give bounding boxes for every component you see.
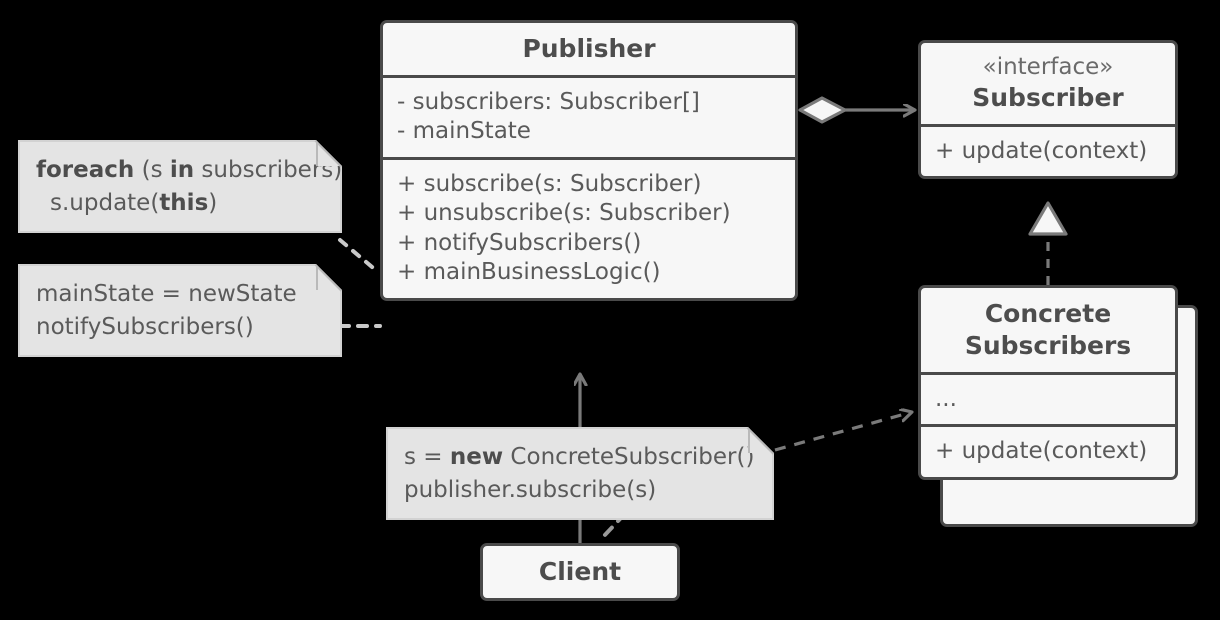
keyword-new: new — [449, 444, 504, 470]
class-title-publisher: Publisher — [522, 34, 656, 63]
note-fold-corner-icon — [314, 264, 343, 292]
class-name-line-2: Subscribers — [964, 331, 1132, 360]
method-item: + update(context) — [935, 438, 1148, 465]
note-notify-loop[interactable]: foreach (s in subscribers) s.update(this… — [18, 140, 343, 234]
method-item: + update(context) — [935, 137, 1148, 164]
method-item: + mainBusinessLogic() — [397, 259, 661, 286]
keyword-in: in — [169, 157, 195, 183]
note-client-code[interactable]: s = new ConcreteSubscriber() publisher.s… — [386, 427, 775, 521]
class-box-client[interactable]: Client — [480, 543, 680, 601]
note-text: ConcreteSubscriber() — [503, 444, 755, 470]
class-title-client: Client — [538, 557, 622, 586]
class-title-subscriber: «interface» Subscriber — [921, 43, 1175, 124]
class-title-concrete-subscribers: Concrete Subscribers — [921, 288, 1175, 372]
class-box-concrete-subscribers[interactable]: Concrete Subscribers ... + update(contex… — [918, 285, 1178, 480]
class-name-line-1: Concrete — [984, 299, 1112, 328]
note-fold-corner-icon — [314, 140, 343, 168]
class-attributes-publisher: - subscribers: Subscriber[] - mainState — [383, 75, 795, 157]
note-line-1: mainState = newState — [36, 281, 297, 307]
keyword-foreach: foreach — [36, 157, 135, 183]
attribute-item: - mainState — [397, 118, 531, 145]
note-text: s.update( — [50, 189, 160, 216]
note-text: (s — [134, 157, 170, 183]
relation-concrete-implements-subscriber — [1028, 201, 1068, 285]
relation-publisher-aggregates-subscriber — [798, 96, 915, 124]
method-item: + unsubscribe(s: Subscriber) — [397, 200, 731, 227]
note-anchor-notify-loop — [338, 238, 380, 274]
class-box-subscriber[interactable]: «interface» Subscriber + update(context) — [918, 40, 1178, 180]
class-methods-subscriber: + update(context) — [921, 123, 1175, 176]
note-line-2: s.update(this) — [36, 187, 324, 220]
stereotype-label: «interface» — [982, 54, 1114, 80]
class-methods-concrete-subscribers: + update(context) — [921, 424, 1175, 476]
class-name-label: Subscriber — [972, 82, 1124, 112]
attribute-item: - subscribers: Subscriber[] — [397, 89, 700, 115]
note-fold-corner-icon — [746, 427, 775, 455]
note-line-2: publisher.subscribe(s) — [404, 476, 657, 503]
attribute-item: ... — [935, 386, 957, 412]
note-line-1: foreach (s in subscribers) — [36, 154, 342, 187]
note-line-2: notifySubscribers() — [36, 313, 254, 340]
class-attributes-concrete-subscribers: ... — [921, 372, 1175, 424]
class-methods-publisher: + subscribe(s: Subscriber) + unsubscribe… — [383, 156, 795, 298]
method-item: + subscribe(s: Subscriber) — [397, 170, 702, 197]
note-text: ) — [208, 189, 218, 216]
method-item: + notifySubscribers() — [397, 229, 642, 256]
relation-clientnote-depends-concrete — [774, 412, 912, 452]
note-text: s = — [404, 444, 450, 470]
note-line-1: s = new ConcreteSubscriber() — [404, 441, 756, 474]
class-box-publisher[interactable]: Publisher - subscribers: Subscriber[] - … — [380, 20, 798, 301]
keyword-this: this — [159, 189, 209, 216]
note-main-state[interactable]: mainState = newState notifySubscribers() — [18, 264, 343, 358]
